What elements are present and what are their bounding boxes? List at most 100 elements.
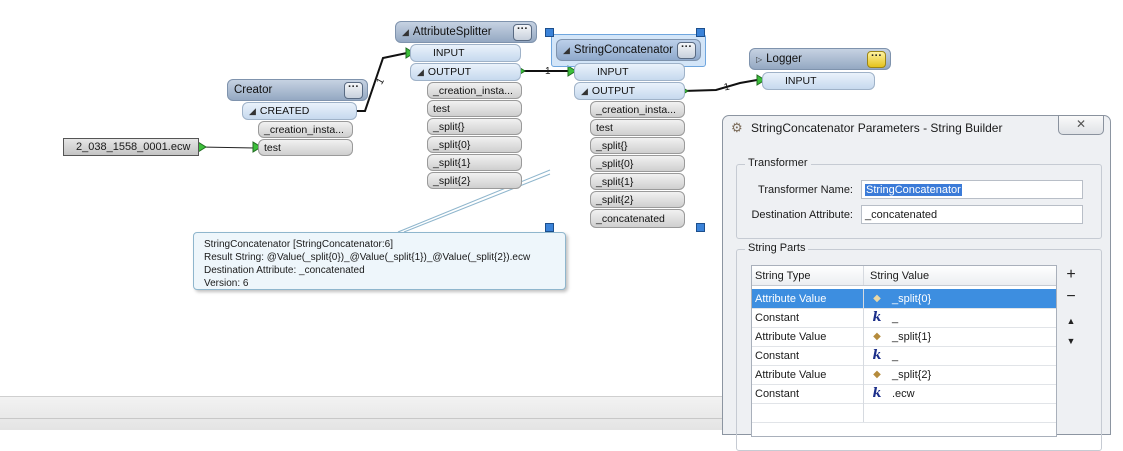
stringconcatenator-attribute[interactable]: _split{}	[590, 137, 685, 154]
collapse-triangle-icon[interactable]: ◢	[563, 44, 570, 55]
collapse-triangle-icon[interactable]: ◢	[249, 105, 256, 116]
constant-icon: k	[872, 386, 882, 401]
string-value-cell[interactable]: _	[892, 349, 899, 362]
add-row-button[interactable]: +	[1066, 266, 1076, 283]
table-row[interactable]: Constant k _	[752, 346, 1056, 366]
table-row[interactable]: Constant k_	[752, 308, 1056, 328]
port-label: OUTPUT	[427, 66, 472, 78]
attributesplitter-attribute[interactable]: test	[427, 100, 522, 117]
string-value-cell[interactable]: _split{2}	[892, 368, 932, 381]
string-type-cell[interactable]: Attribute Value	[752, 327, 864, 346]
string-value-cell[interactable]: _split{0}	[892, 292, 932, 305]
creator-attribute[interactable]: _creation_insta...	[258, 121, 353, 138]
port-label: CREATED	[259, 105, 310, 117]
table-row[interactable]: Constant k .ecw	[752, 384, 1056, 404]
tooltip-line: Result String: @Value(_split{0})_@Value(…	[204, 252, 531, 263]
transformer-name-value: StringConcatenator	[865, 183, 962, 196]
string-value-cell[interactable]: .ecw	[892, 387, 915, 400]
transformer-title: Logger	[766, 53, 802, 65]
string-type-cell[interactable]: Constant	[752, 346, 864, 365]
move-up-button[interactable]: ▲	[1066, 316, 1076, 326]
column-header[interactable]: String Value	[870, 269, 930, 282]
more-options-icon[interactable]: ···	[344, 81, 363, 99]
stringconcatenator-output-port[interactable]: ◢ OUTPUT	[574, 82, 685, 100]
logger-input-port[interactable]: INPUT	[762, 72, 875, 90]
destination-attribute-label: Destination Attribute:	[751, 209, 853, 221]
destination-attribute-value: _concatenated	[865, 208, 938, 221]
transformer-name-label: Transformer Name:	[758, 184, 853, 196]
attributesplitter-attribute[interactable]: _creation_insta...	[427, 82, 522, 99]
logger-transformer[interactable]: ▷ Logger ···	[749, 48, 891, 70]
creator-transformer[interactable]: Creator ···	[227, 79, 368, 101]
selection-handle[interactable]	[545, 223, 554, 232]
transformer-tooltip: StringConcatenator [StringConcatenator:6…	[193, 232, 566, 290]
group-label: String Parts	[745, 242, 809, 254]
stringconcatenator-attribute[interactable]: test	[590, 119, 685, 136]
collapse-triangle-icon[interactable]: ◢	[402, 26, 409, 37]
string-type-cell[interactable]: Attribute Value	[752, 289, 864, 308]
table-row[interactable]: Attribute Value ◆_split{2}	[752, 365, 1056, 385]
more-options-icon[interactable]: ···	[867, 50, 886, 68]
canvas-bottom-band	[0, 396, 723, 430]
column-header[interactable]: String Type	[752, 266, 864, 285]
move-down-button[interactable]: ▼	[1066, 336, 1076, 346]
string-type-cell[interactable]: Constant	[752, 384, 864, 403]
close-icon: ✕	[1075, 117, 1087, 131]
stringconcatenator-attribute[interactable]: _creation_insta...	[590, 101, 685, 118]
stringconcatenator-transformer[interactable]: ◢ StringConcatenator ···	[556, 39, 701, 61]
attributesplitter-output-port[interactable]: ◢ OUTPUT	[410, 63, 521, 81]
remove-row-button[interactable]: −	[1066, 288, 1076, 305]
attributesplitter-attribute[interactable]: _split{1}	[427, 154, 522, 171]
table-row[interactable]: Attribute Value ◆ _split{1}	[752, 327, 1056, 347]
reader-label: 2_038_1558_0001.ecw	[76, 141, 191, 153]
string-value-cell[interactable]: _split{1}	[892, 330, 932, 343]
transformer-title: StringConcatenator	[573, 44, 674, 56]
table-row-empty[interactable]	[752, 403, 1056, 423]
string-type-cell[interactable]: Constant	[752, 308, 864, 327]
table-header: String Type String Value	[752, 266, 1056, 286]
attributesplitter-input-port[interactable]: INPUT	[410, 44, 521, 62]
empty-cell	[752, 403, 864, 422]
port-label: INPUT	[597, 66, 629, 78]
string-type-cell[interactable]: Attribute Value	[752, 365, 864, 384]
attributesplitter-attribute[interactable]: _split{}	[427, 118, 522, 135]
more-options-icon[interactable]: ···	[513, 23, 532, 41]
transformer-title: Creator	[234, 84, 273, 96]
collapse-triangle-icon[interactable]: ◢	[417, 66, 424, 77]
stringconcatenator-attribute[interactable]: _concatenated	[590, 209, 685, 228]
dialog-titlebar[interactable]: ⚙ StringConcatenator Parameters - String…	[723, 116, 1110, 140]
string-parts-table[interactable]: String Type String Value Attribute Value…	[751, 265, 1057, 437]
reader-feature-type[interactable]: 2_038_1558_0001.ecw	[63, 138, 199, 156]
creator-attribute[interactable]: test	[258, 139, 353, 156]
port-label: INPUT	[433, 47, 465, 59]
stringconcatenator-attribute[interactable]: _split{1}	[590, 173, 685, 190]
attribute-icon: ◆	[873, 331, 881, 342]
string-value-cell[interactable]: _	[892, 311, 899, 324]
selection-handle[interactable]	[696, 28, 705, 37]
attributesplitter-attribute[interactable]: _split{2}	[427, 172, 522, 189]
gear-icon: ⚙	[731, 120, 743, 135]
port-label: INPUT	[785, 75, 817, 87]
selection-handle[interactable]	[545, 28, 554, 37]
transformer-title: AttributeSplitter	[412, 26, 492, 38]
selection-handle[interactable]	[696, 223, 705, 232]
stringconcatenator-attribute[interactable]: _split{0}	[590, 155, 685, 172]
expand-triangle-icon[interactable]: ▷	[756, 54, 763, 64]
stringconcatenator-attribute[interactable]: _split{2}	[590, 191, 685, 208]
dialog-title: StringConcatenator Parameters - String B…	[751, 121, 1003, 135]
attributesplitter-transformer[interactable]: ◢ AttributeSplitter ···	[395, 21, 537, 43]
destination-attribute-field[interactable]: _concatenated	[861, 205, 1083, 224]
attribute-icon: ◆	[873, 293, 881, 304]
table-row[interactable]: Attribute Value ◆ _split{0}	[752, 289, 1056, 309]
more-options-icon[interactable]: ···	[677, 41, 696, 59]
collapse-triangle-icon[interactable]: ◢	[581, 85, 588, 96]
tooltip-line: Version: 6	[204, 278, 249, 289]
group-label: Transformer	[745, 157, 811, 169]
creator-output-port[interactable]: ◢ CREATED	[242, 102, 357, 120]
constant-icon: k	[872, 348, 882, 363]
transformer-name-field[interactable]: StringConcatenator	[861, 180, 1083, 199]
close-button[interactable]: ✕	[1058, 115, 1104, 135]
connection-count-label: 1	[545, 66, 551, 77]
stringconcatenator-input-port[interactable]: INPUT	[574, 63, 685, 81]
attributesplitter-attribute[interactable]: _split{0}	[427, 136, 522, 153]
